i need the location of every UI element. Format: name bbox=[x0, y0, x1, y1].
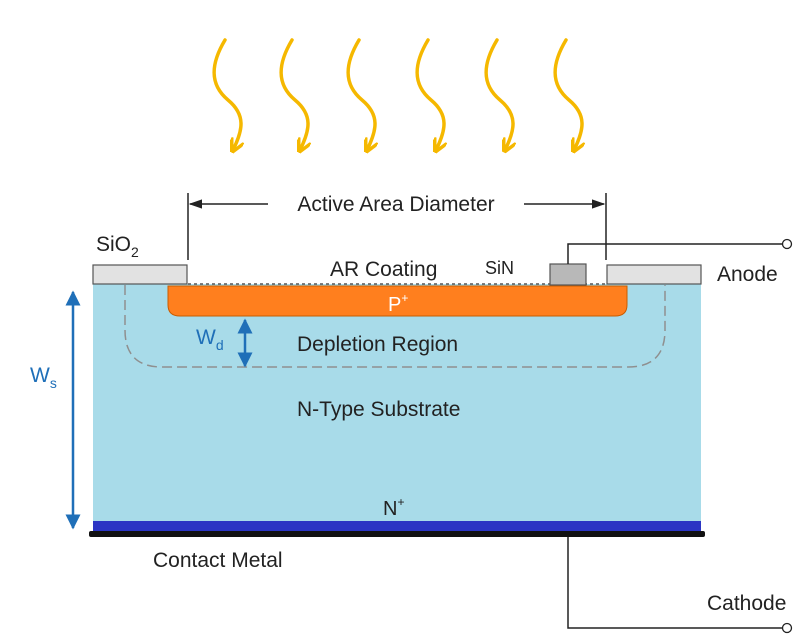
sin-label: SiN bbox=[485, 258, 514, 278]
cathode-wire bbox=[567, 537, 793, 634]
anode-terminal bbox=[781, 238, 793, 250]
light-ray bbox=[553, 38, 582, 150]
depletion-region-label: Depletion Region bbox=[297, 333, 458, 356]
sio2-pad-left bbox=[92, 264, 188, 285]
light-ray bbox=[484, 38, 513, 150]
n-type-substrate-label: N-Type Substrate bbox=[297, 398, 460, 421]
active-area-dimension: Active Area Diameter bbox=[187, 193, 607, 260]
depletion-region-outline bbox=[124, 285, 666, 368]
light-ray bbox=[279, 38, 308, 150]
light-ray bbox=[346, 38, 375, 150]
n-plus-label: N+ bbox=[383, 495, 404, 520]
anode-wire bbox=[567, 238, 793, 264]
wd-label: Wd bbox=[196, 326, 224, 353]
contact-metal-label: Contact Metal bbox=[153, 549, 283, 572]
light-rays bbox=[212, 38, 582, 150]
contact-metal-layer bbox=[89, 531, 705, 537]
ar-coating-label: AR Coating bbox=[330, 258, 437, 281]
n-type-substrate bbox=[93, 284, 701, 522]
p-plus-label: P+ bbox=[388, 291, 408, 316]
light-ray bbox=[212, 38, 241, 150]
n-plus-layer bbox=[93, 521, 701, 532]
sin-contact-pad bbox=[549, 263, 587, 286]
p-plus-region bbox=[167, 285, 628, 317]
cathode-terminal bbox=[781, 622, 793, 634]
active-area-label: Active Area Diameter bbox=[297, 193, 494, 216]
cathode-label: Cathode bbox=[707, 592, 786, 615]
ws-label: Ws bbox=[30, 364, 57, 391]
sio2-label: SiO2 bbox=[96, 233, 139, 260]
sio2-pad-right bbox=[606, 264, 702, 285]
anode-label: Anode bbox=[717, 263, 778, 286]
light-ray bbox=[415, 38, 444, 150]
